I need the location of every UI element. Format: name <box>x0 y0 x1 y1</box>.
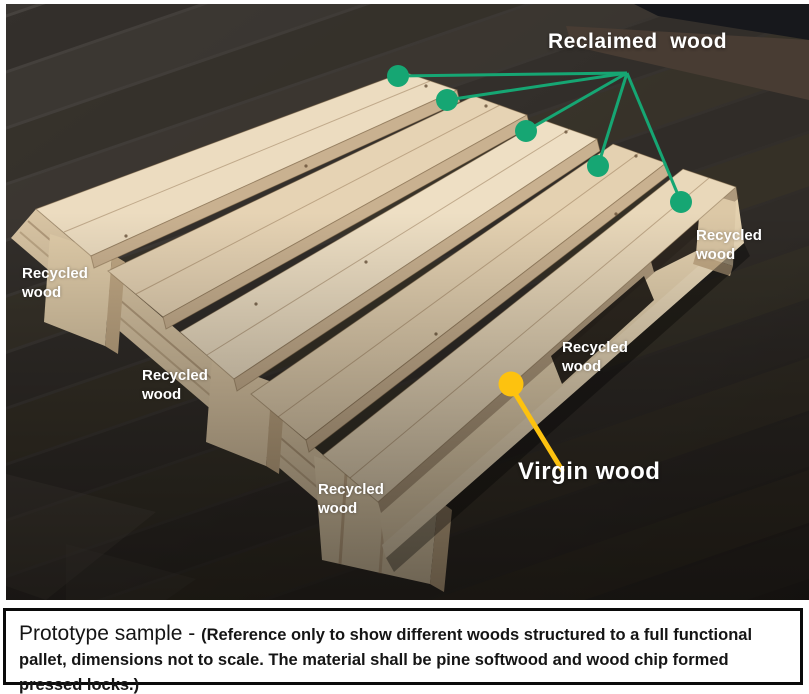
caption-box: Prototype sample - (Reference only to sh… <box>3 608 803 694</box>
recycled-wood-label-2: Recycled wood <box>696 226 762 264</box>
recycled-label-line2: wood <box>142 386 182 403</box>
recycled-label-line1: Recycled <box>562 339 628 356</box>
recycled-label-line2: wood <box>22 284 62 301</box>
caption-text: Prototype sample - (Reference only to sh… <box>19 621 787 694</box>
reclaimed-wood-label: Reclaimed wood <box>548 30 728 53</box>
table-bottom-shade <box>6 4 809 600</box>
pallet-illustration <box>6 4 809 600</box>
pallet-photo: Reclaimed wood Recycled wood Recycled wo… <box>6 4 809 600</box>
recycled-label-line2: wood <box>696 246 736 263</box>
recycled-label-line2: wood <box>318 500 358 517</box>
caption-title: Prototype sample - <box>19 622 202 645</box>
virgin-callout <box>498 371 565 473</box>
recycled-wood-label-3: Recycled wood <box>562 338 628 376</box>
reclaimed-callout-dots <box>387 65 692 213</box>
recycled-label-line1: Recycled <box>22 265 88 282</box>
caption-note: (Reference only to show different woods … <box>19 626 753 694</box>
virgin-wood-label: Virgin wood <box>518 458 661 485</box>
recycled-label-line1: Recycled <box>318 481 384 498</box>
recycled-label-line1: Recycled <box>142 367 208 384</box>
reclaimed-callout-lines <box>397 71 683 203</box>
recycled-wood-label-5: Recycled wood <box>318 480 384 518</box>
recycled-label-line1: Recycled <box>696 227 762 244</box>
recycled-wood-label-1: Recycled wood <box>22 264 88 302</box>
recycled-label-line2: wood <box>562 358 602 375</box>
recycled-wood-label-4: Recycled wood <box>142 366 208 404</box>
